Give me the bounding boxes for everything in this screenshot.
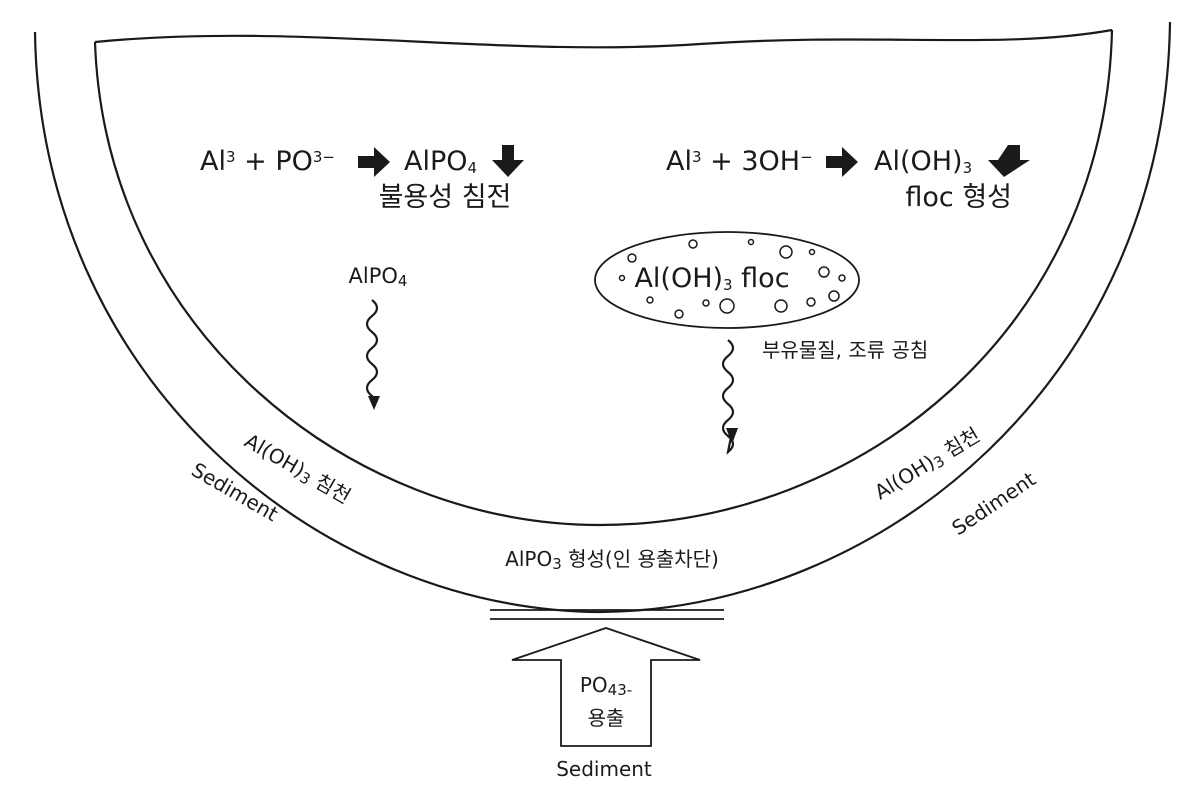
reaction-left-product: AlPO4 bbox=[404, 146, 477, 177]
right-sediment-label: Sediment bbox=[947, 467, 1040, 540]
left-sediment-label: Sediment bbox=[188, 458, 283, 527]
settling-left: AlPO4 bbox=[349, 264, 408, 410]
reaction-right: Al3 + 3OH− Al(OH)3 floc 형성 bbox=[666, 145, 1030, 213]
down-arrow-icon bbox=[492, 145, 524, 177]
reaction-right-product: Al(OH)3 bbox=[874, 146, 972, 177]
up-arrow-icon bbox=[511, 627, 701, 747]
arrowhead-icon bbox=[368, 396, 380, 410]
floc-label: Al(OH)3 floc bbox=[634, 263, 789, 294]
basin-outer-wall bbox=[33, 21, 1172, 614]
bottom-sediment-label: Sediment bbox=[556, 757, 652, 781]
settling-right-label: 부유물질, 조류 공침 bbox=[762, 338, 928, 362]
settling-left-label: AlPO4 bbox=[349, 264, 408, 290]
floc-cluster: Al(OH)3 floc bbox=[594, 231, 860, 329]
basin-inner-wall bbox=[93, 29, 1114, 527]
settling-right: 부유물질, 조류 공침 bbox=[721, 338, 928, 455]
reaction-right-caption: floc 형성 bbox=[905, 182, 1012, 213]
right-arrow-icon bbox=[358, 147, 390, 177]
down-arrow-icon bbox=[988, 145, 1030, 177]
floc-ellipse bbox=[594, 231, 860, 329]
wavy-arrow-icon bbox=[365, 299, 379, 401]
reaction-left-caption: 불용성 침전 bbox=[379, 182, 512, 213]
water-surface bbox=[94, 28, 1113, 49]
bottom-layer-label: AlPO3 형성(인 용출차단) bbox=[505, 547, 719, 573]
release-line1: PO43- bbox=[580, 673, 632, 699]
right-precip-label: Al(OH)3 침천 bbox=[870, 423, 985, 506]
right-arrow-icon bbox=[826, 147, 858, 177]
arrowhead-icon bbox=[726, 428, 738, 444]
reaction-right-equation: Al3 + 3OH− bbox=[666, 146, 813, 177]
reaction-left-equation: Al3 + PO3− bbox=[200, 146, 335, 177]
wavy-arrow-icon bbox=[721, 339, 735, 455]
floc-bubbles bbox=[618, 238, 846, 319]
reaction-left: Al3 + PO3− AlPO4 불용성 침전 bbox=[200, 145, 524, 213]
release-line2: 용출 bbox=[588, 706, 625, 730]
